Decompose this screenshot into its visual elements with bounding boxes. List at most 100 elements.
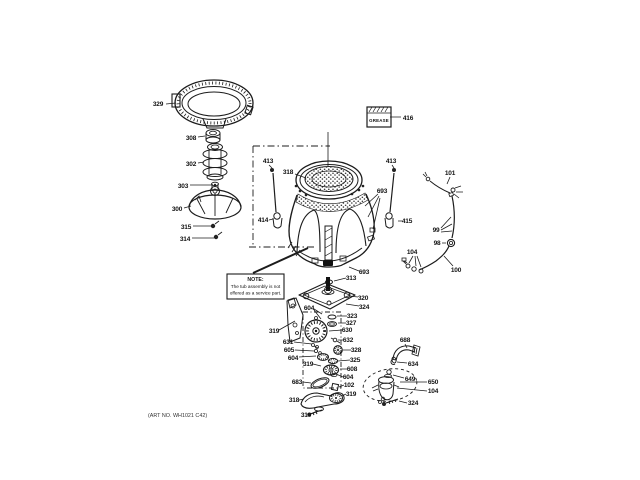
callout-413-9: 413 (386, 158, 397, 165)
tub-bottom-tab2 (339, 255, 347, 262)
callout-650-45: 650 (428, 379, 439, 386)
ring-323 (327, 314, 337, 320)
tub-cover-ring-hatch (176, 81, 252, 125)
grease-text: GREASE (369, 118, 389, 123)
wiring-harness (401, 171, 463, 274)
bolt-632 (330, 337, 341, 344)
callout-101-14: 101 (445, 170, 456, 177)
idler-bracket-318 (300, 392, 345, 409)
platform-hole-front (326, 300, 332, 306)
suspension-rod-left (270, 168, 283, 229)
subassembly-boundary (249, 145, 330, 248)
note-title: NOTE: (247, 277, 263, 283)
callout-608-30: 608 (347, 366, 358, 373)
bolt-315 (210, 220, 220, 229)
platform-side-bracket (287, 297, 297, 309)
tub-rim-outer (295, 160, 363, 200)
tub-cover-left-tab (171, 93, 181, 108)
platform-hole-right (343, 291, 351, 299)
callout-314-6: 314 (180, 236, 191, 243)
grease-packet-416: GREASE (366, 106, 392, 128)
callout-315-5: 315 (181, 224, 192, 231)
callout-632-27: 632 (343, 337, 354, 344)
washer-604-left (317, 353, 329, 361)
tub-arch-left (296, 209, 321, 253)
tub-rim-rivets (294, 184, 365, 197)
callout-303-3: 303 (178, 183, 189, 190)
clamp-634 (390, 357, 398, 365)
tub-cover-right-tab (244, 104, 254, 116)
callout-320-21: 320 (358, 295, 369, 302)
callout-683-39: 683 (292, 379, 303, 386)
callout-324-22: 324 (359, 304, 370, 311)
agitator-auger-302 (202, 143, 228, 181)
callout-98-16: 98 (434, 240, 441, 247)
callout-688-42: 688 (400, 337, 411, 344)
tub-basket-318 (287, 132, 376, 268)
art-number: (ART NO. WH1021 C42) (148, 413, 207, 419)
harness-connector-cluster (448, 185, 463, 199)
callout-104-17: 104 (407, 249, 418, 256)
note-line-2: offered as a service part. (230, 291, 282, 296)
bolts-631 (311, 343, 319, 349)
washer-604-right (330, 372, 338, 377)
callout-604-37: 604 (288, 355, 299, 362)
platform-hub-washer (321, 289, 335, 295)
callout-605-36: 605 (284, 347, 295, 354)
tub-cover-bottom-tab (202, 118, 227, 129)
callout-604-23: 604 (304, 305, 315, 312)
drive-belt-683 (310, 377, 330, 389)
pump-650 (371, 369, 400, 404)
harness-top-bolt (425, 176, 431, 182)
callout-99-15: 99 (433, 227, 440, 234)
grease-box-hatch (367, 106, 391, 114)
ring-327-inner (329, 322, 335, 326)
harness-grommet-inner (448, 240, 453, 245)
callout-328-28: 328 (351, 347, 362, 354)
ring-327 (327, 321, 337, 327)
drive-platform-320 (287, 277, 356, 310)
callout-308-1: 308 (186, 135, 197, 142)
callout-102-32: 102 (344, 382, 355, 389)
callout-634-43: 634 (408, 361, 419, 368)
bearing-328 (333, 345, 343, 355)
bolt-324-pump (382, 398, 399, 406)
harness-upper-wire (429, 180, 451, 194)
callout-104-46: 104 (428, 388, 439, 395)
harness-plugs (401, 257, 424, 274)
tub-shaft-tip (323, 260, 333, 266)
callout-604-31: 604 (343, 374, 354, 381)
callout-325-29: 325 (350, 357, 361, 364)
note-line-1: The tub assembly is not (231, 284, 281, 289)
callout-313-20: 313 (346, 275, 357, 282)
callout-631-35: 631 (283, 339, 294, 346)
tub-arch-right (335, 208, 367, 254)
harness-top-fork (422, 171, 428, 178)
callout-414-12: 414 (258, 217, 269, 224)
callout-693-11: 693 (377, 188, 388, 195)
note-pointer-line (252, 247, 309, 274)
suspension-rod-right (384, 168, 396, 229)
callout-649-44: 649 (405, 376, 416, 383)
harness-lower-wire (418, 245, 450, 271)
callout-319-33: 319 (346, 391, 357, 398)
motor-assembly (286, 297, 345, 417)
platform-shaft-bolt (326, 277, 330, 291)
callout-319-41: 319 (301, 412, 312, 419)
rotor-630 (304, 316, 328, 343)
platform-outline (298, 282, 356, 310)
note-box: NOTE: The tub assembly is not offered as… (226, 247, 309, 300)
pump-dash-boundary (362, 368, 418, 402)
callout-324-47: 324 (408, 400, 419, 407)
pump-assembly (362, 344, 421, 406)
callout-100-18: 100 (451, 267, 462, 274)
tub-cover-assembly (171, 79, 254, 240)
tub-cover-ring-inner (187, 91, 241, 117)
motor-dash-boundary (302, 311, 342, 389)
tub-right-tab1 (366, 234, 376, 242)
tub-dome-ring (311, 170, 347, 188)
tub-perforated-band (295, 192, 369, 212)
clip-102 (330, 382, 340, 392)
tub-right-tab2 (369, 227, 376, 233)
